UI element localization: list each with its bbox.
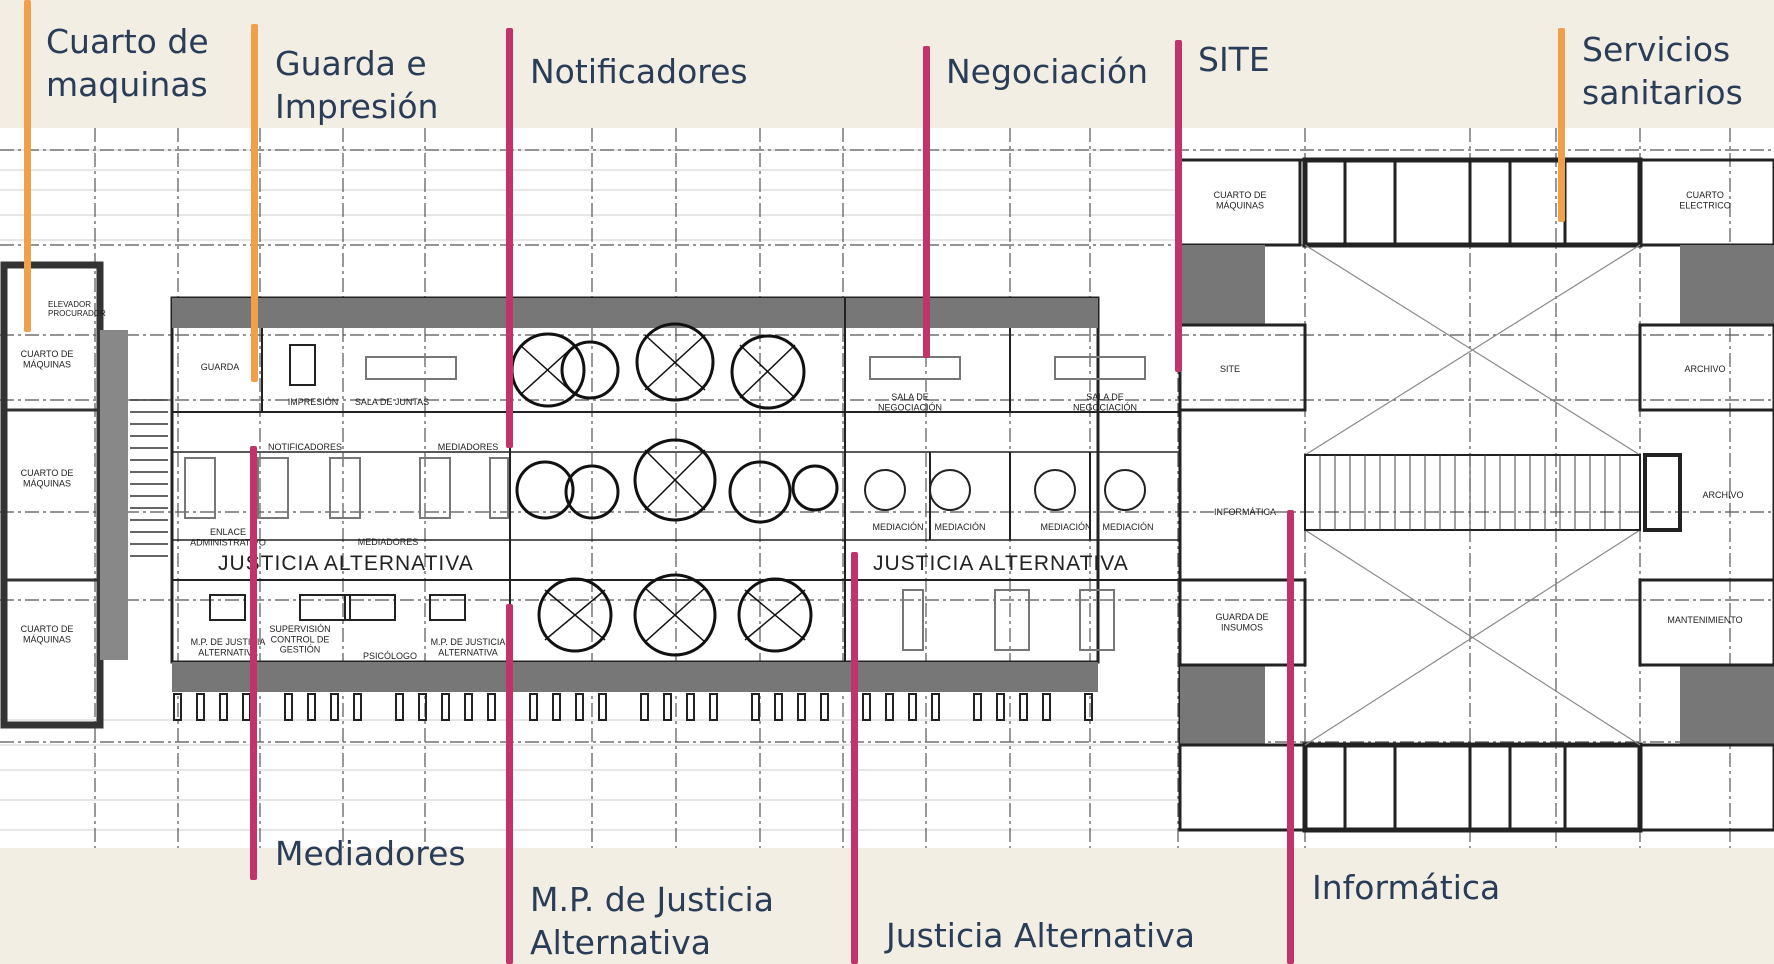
label-mediacion-2: MEDIACIÓN [934,522,985,532]
label-mediacion-3: MEDIACIÓN [1040,522,1091,532]
label-guarda: GUARDA [201,362,240,372]
label-psicologo: PSICÓLOGO [363,651,417,661]
leader-site [1175,40,1182,372]
label-mediacion-4: MEDIACIÓN [1102,522,1153,532]
label-archivo-2: ARCHIVO [1702,490,1743,500]
leader-mediadores [250,446,257,880]
leader-negociacion [923,46,930,358]
label-mediadores-top: MEDIADORES [438,442,499,452]
label-archivo-1: ARCHIVO [1684,364,1725,374]
label-justicia-alternativa-1: JUSTICIA ALTERNATIVA [218,552,474,575]
leader-mp-justicia-alternativa [506,604,513,964]
callout-notificadores: Notificadores [530,52,748,91]
callout-justicia-alternativa: Justicia Alternativa [886,916,1195,955]
callout-negociacion: Negociación [946,52,1149,91]
label-mediacion-1: MEDIACIÓN [872,522,923,532]
label-sala-juntas: SALA DE JUNTAS [355,397,429,407]
label-site: SITE [1220,364,1240,374]
leader-informatica [1287,510,1294,964]
callout-servicios-sanitarios: Servicios sanitarios [1582,30,1743,112]
label-notificadores: NOTIFICADORES [268,442,342,452]
leader-notificadores [506,28,513,448]
label-informatica: INFORMÁTICA [1214,507,1276,517]
leader-cuarto-de-maquinas [24,0,31,332]
callout-site: SITE [1198,40,1270,79]
label-impresion: IMPRESIÓN [288,397,339,407]
callout-informatica: Informática [1312,868,1501,907]
label-mediadores-mid: MEDIADORES [358,537,419,547]
callout-guarda-e-impresion: Guarda e Impresión [275,44,439,126]
label-mantenimiento: MANTENIMIENTO [1667,615,1742,625]
label-justicia-alternativa-2: JUSTICIA ALTERNATIVA [873,552,1129,575]
leader-justicia-alternativa [851,552,858,964]
callout-mediadores: Mediadores [275,834,466,873]
leader-guarda-e-impresion [251,24,258,382]
callout-mp-justicia-alternativa: M.P. de Justicia Alternativa [530,880,774,962]
leader-servicios-sanitarios [1558,28,1565,222]
callout-cuarto-de-maquinas: Cuarto de maquinas [46,22,209,104]
